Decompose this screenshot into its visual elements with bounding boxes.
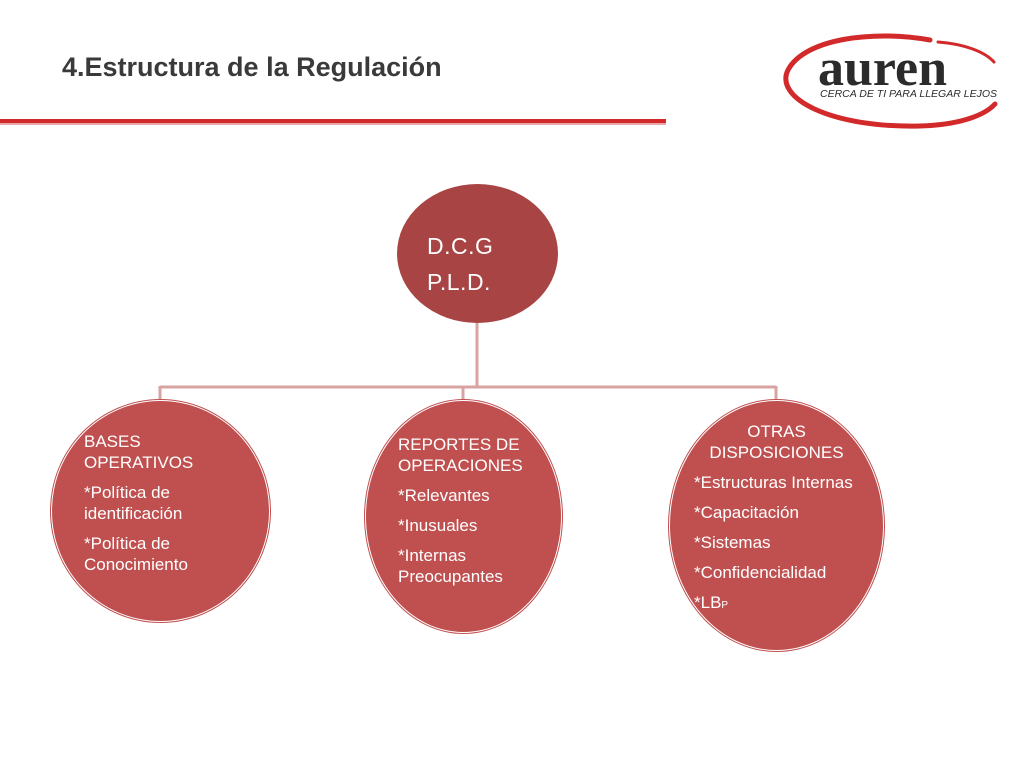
otras-item-5: *LBP [694, 592, 883, 616]
root-line-1: D.C.G [427, 233, 494, 259]
otras-item-2: *Capacitación [694, 503, 799, 522]
title-underline-shadow [0, 123, 666, 125]
otras-item-5-small: P [721, 600, 729, 611]
otras-item-3: *Sistemas [694, 533, 771, 552]
logo-wordmark: auren [818, 40, 947, 97]
otras-heading-2: DISPOSICIONES [709, 443, 844, 462]
otras-item-4: *Confidencialidad [694, 563, 827, 582]
otras-item-5-main: *LB [694, 593, 722, 612]
auren-logo-icon: auren CERCA DE TI PARA LLEGAR LEJOS [780, 30, 1002, 130]
bases-item-2a: *Política de [84, 534, 170, 553]
reportes-heading-2: OPERACIONES [398, 456, 523, 475]
reportes-item-3a: *Internas [398, 546, 467, 565]
slide-title: 4.Estructura de la Regulación [62, 52, 442, 82]
node-otras-disposiciones: OTRAS DISPOSICIONES *Estructuras Interna… [669, 400, 884, 651]
logo-tagline: CERCA DE TI PARA LLEGAR LEJOS [820, 88, 997, 100]
otras-item-1: *Estructuras Internas [694, 473, 853, 492]
bases-item-2b: Conocimiento [84, 555, 188, 574]
reportes-item-2: *Inusuales [398, 516, 478, 535]
reportes-item-3b: Preocupantes [398, 567, 503, 586]
bases-item-1b: identificación [84, 504, 183, 523]
node-reportes-operaciones: REPORTES DE OPERACIONES *Relevantes *Inu… [365, 400, 562, 633]
root-node-dcg-pld: D.C.G P.L.D. [397, 184, 558, 323]
bases-item-1a: *Política de [84, 483, 170, 502]
bases-heading-2: OPERATIVOS [84, 453, 194, 472]
reportes-item-1: *Relevantes [398, 486, 490, 505]
bases-heading-1: BASES [84, 432, 141, 451]
auren-logo-graphic: auren CERCA DE TI PARA LLEGAR LEJOS [783, 33, 998, 129]
node-bases-operativos: BASES OPERATIVOS *Política de identifica… [51, 400, 270, 622]
root-line-2: P.L.D. [427, 269, 491, 295]
otras-heading-1: OTRAS [747, 422, 806, 441]
title-underline [0, 119, 666, 123]
reportes-heading-1: REPORTES DE [398, 435, 520, 454]
